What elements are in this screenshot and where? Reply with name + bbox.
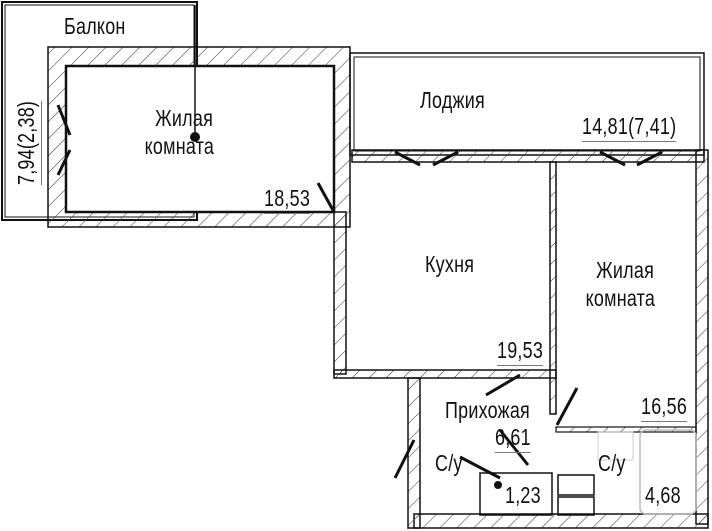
room-name-line: комната xyxy=(144,133,215,159)
room-name-line: Жилая xyxy=(596,257,655,283)
room-area-living-room-1: 18,53 xyxy=(264,184,311,214)
room-area-balcony: 7,94(2,38) xyxy=(12,100,42,185)
room-name-balcony: Балкон xyxy=(64,13,126,39)
room-area-wc: 1,23 xyxy=(505,482,541,508)
room-name-loggia: Лоджия xyxy=(420,87,485,113)
room-name-wc: С/у xyxy=(435,450,463,476)
room-area-loggia: 14,81(7,41) xyxy=(582,112,677,142)
room-name-line: Жилая xyxy=(155,105,214,131)
exterior-walls xyxy=(47,5,709,529)
room-area-kitchen: 19,53 xyxy=(497,336,544,366)
room-name-bathroom: С/у xyxy=(598,450,626,476)
room-area-living-room-2: 16,56 xyxy=(641,392,688,422)
room-area-hallway: 6,61 xyxy=(495,423,531,453)
room-name-living-room-2: Жилая комната xyxy=(586,256,655,312)
room-name-line: комната xyxy=(585,285,656,311)
room-name-living-room-1: Жилая комната xyxy=(145,104,214,160)
room-area-bathroom: 4,68 xyxy=(645,482,681,508)
room-name-hallway: Прихожая xyxy=(445,397,531,423)
room-name-kitchen: Кухня xyxy=(425,251,475,277)
